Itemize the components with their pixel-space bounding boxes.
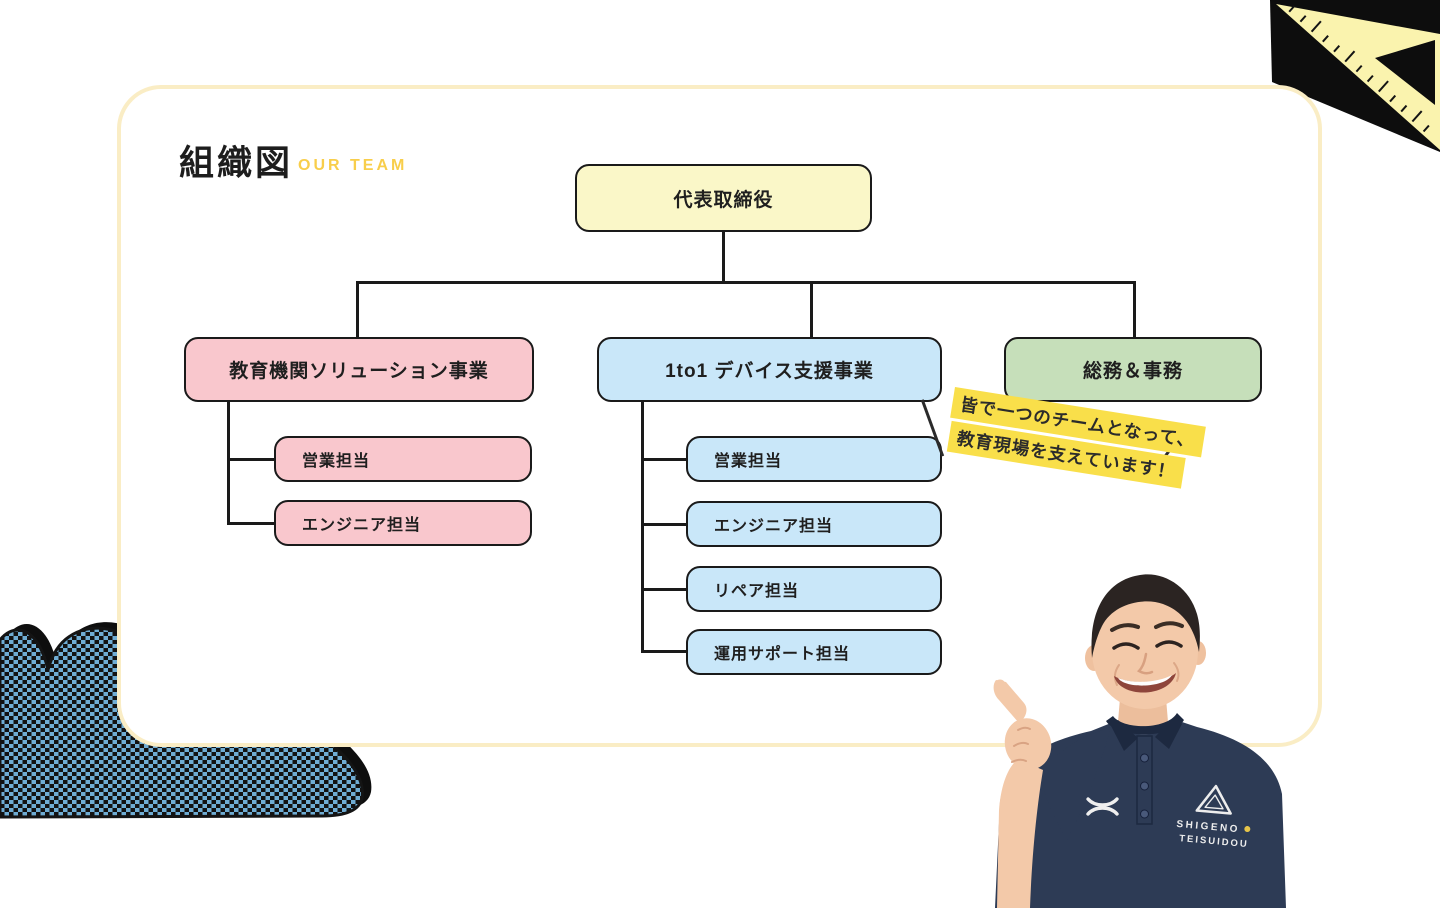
org-box-ceo: 代表取締役 <box>575 164 872 232</box>
page-title: 組織図 <box>179 144 294 183</box>
org-box-education-engineer: エンジニア担当 <box>274 500 532 546</box>
connector-line <box>356 281 1136 284</box>
org-box-device-repair: リペア担当 <box>686 566 942 612</box>
under-armour-logo-icon <box>1086 797 1119 816</box>
org-box-device-engineer: エンジニア担当 <box>686 501 942 547</box>
connector-line <box>810 281 813 337</box>
connector-line <box>356 281 359 337</box>
connector-line <box>641 650 686 653</box>
connector-line <box>641 458 686 461</box>
org-box-general-affairs: 総務＆事務 <box>1004 337 1262 402</box>
connector-line <box>227 402 230 524</box>
connector-line <box>641 402 644 652</box>
page-subtitle: OUR TEAM <box>298 157 408 174</box>
org-box-device-support: 運用サポート担当 <box>686 629 942 675</box>
org-box-device-sales: 営業担当 <box>686 436 942 482</box>
connector-line <box>227 458 274 461</box>
connector-line <box>641 588 686 591</box>
org-box-education-sales: 営業担当 <box>274 436 532 482</box>
staff-member-photo: SHIGENO TEISUIDOU <box>993 574 1286 908</box>
connector-line <box>641 523 686 526</box>
connector-line <box>722 232 725 281</box>
connector-line <box>1133 281 1136 337</box>
org-box-education-solutions: 教育機関ソリューション事業 <box>184 337 534 402</box>
org-box-1to1-device: 1to1 デバイス支援事業 <box>597 337 942 402</box>
set-square-ruler-icon <box>1270 0 1440 152</box>
connector-line <box>227 522 274 525</box>
